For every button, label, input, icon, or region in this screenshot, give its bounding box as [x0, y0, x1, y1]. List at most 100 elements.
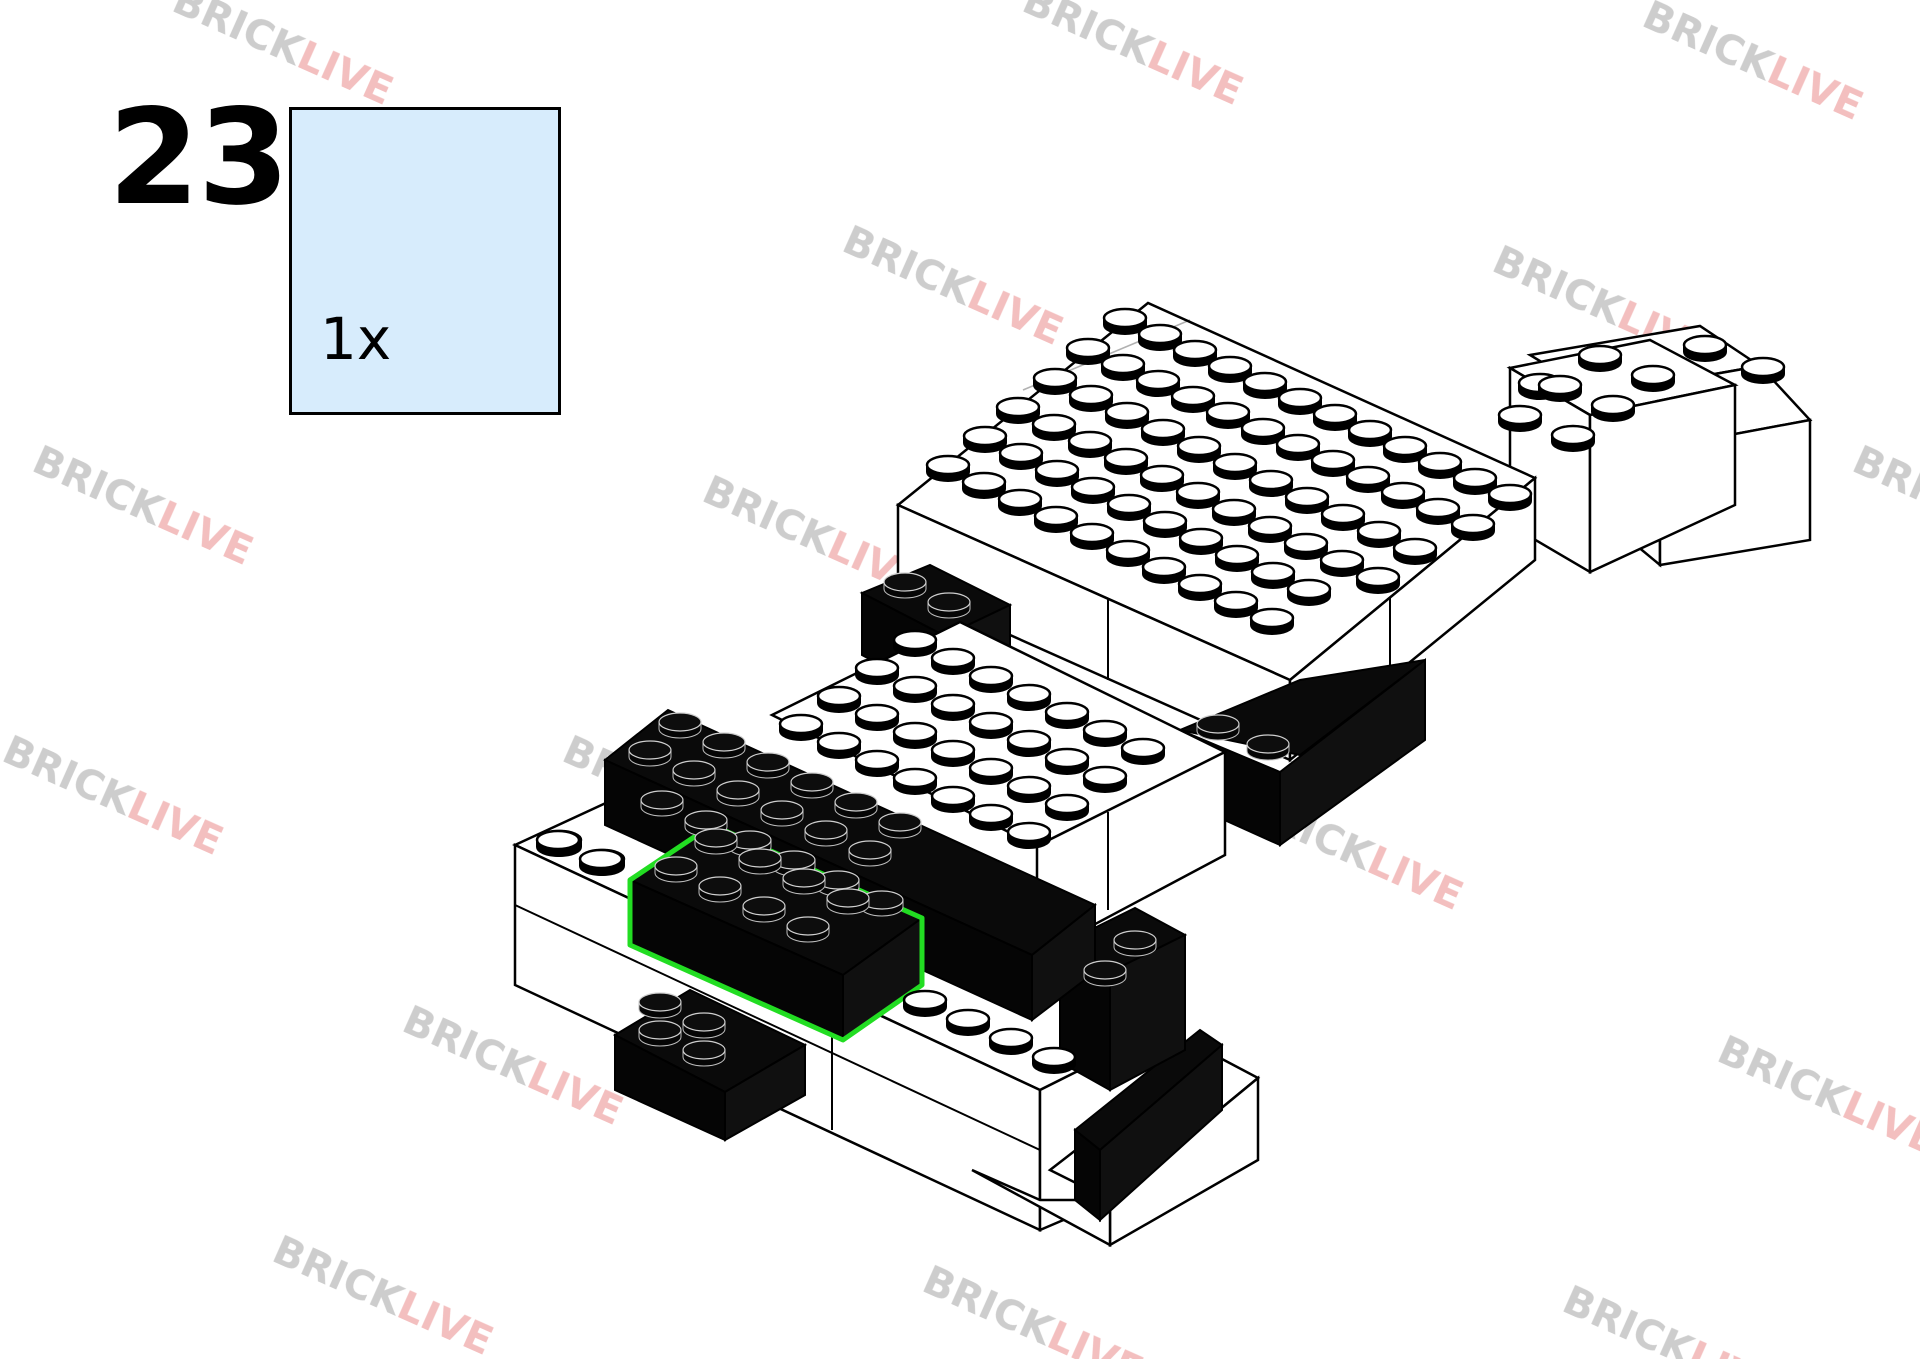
stud — [962, 425, 1008, 454]
brand-watermark: BRICKLIVE — [1846, 437, 1920, 575]
stud — [1250, 561, 1296, 590]
stud — [1176, 435, 1222, 464]
stud — [826, 888, 870, 915]
stud — [968, 757, 1014, 786]
stud — [816, 731, 862, 760]
stud — [968, 665, 1014, 694]
stud — [1577, 344, 1623, 373]
brand-watermark: BRICKLIVE — [0, 727, 229, 865]
brand-watermark: BRICKLIVE — [1016, 0, 1250, 115]
stud — [1006, 729, 1052, 758]
stud — [790, 772, 834, 799]
stud — [945, 1008, 991, 1037]
stud — [1120, 737, 1166, 766]
model-assembly — [512, 301, 1813, 1248]
stud — [1211, 498, 1257, 527]
parts-quantity: 1x — [320, 305, 392, 373]
stud — [1590, 394, 1636, 423]
stud — [1356, 520, 1402, 549]
stud — [1141, 556, 1187, 585]
brand-watermark: BRICKLIVE — [266, 1227, 500, 1359]
stud — [1248, 469, 1294, 498]
stud — [988, 1027, 1034, 1056]
stud — [1487, 483, 1533, 512]
stud — [1214, 544, 1260, 573]
stud — [1067, 430, 1113, 459]
stud — [892, 721, 938, 750]
stud — [716, 780, 760, 807]
brand-watermark: BRICKLIVE — [1636, 0, 1870, 130]
stud — [804, 820, 848, 847]
stud — [1140, 418, 1186, 447]
stud — [1032, 367, 1078, 396]
stud — [698, 876, 742, 903]
stud — [1283, 532, 1329, 561]
stud — [638, 992, 682, 1019]
stud — [968, 803, 1014, 832]
stud — [738, 848, 782, 875]
parts-callout: 1x — [289, 107, 561, 415]
stud — [1630, 364, 1676, 393]
stud — [578, 848, 624, 877]
stud — [1196, 714, 1240, 741]
stud — [638, 1020, 682, 1047]
stud — [1106, 493, 1152, 522]
stud — [1006, 821, 1052, 850]
stud — [778, 713, 824, 742]
stud — [746, 752, 790, 779]
stud — [854, 703, 900, 732]
stud — [816, 685, 862, 714]
stud — [658, 712, 702, 739]
stud — [760, 800, 804, 827]
stud — [892, 675, 938, 704]
brand-watermark: BRICKLIVE — [26, 437, 260, 575]
stud — [672, 760, 716, 787]
black-brick-lower-right — [1073, 1028, 1224, 1223]
stud — [1070, 476, 1116, 505]
stud — [961, 471, 1007, 500]
stud — [930, 647, 976, 676]
stud — [1450, 513, 1496, 542]
brand-watermark: BRICKLIVE — [836, 217, 1070, 355]
stud — [1034, 459, 1080, 488]
stud — [854, 749, 900, 778]
stud — [1031, 1046, 1077, 1075]
stud — [892, 767, 938, 796]
stud — [682, 1012, 726, 1039]
stud — [834, 792, 878, 819]
stud — [786, 916, 830, 943]
stud — [1319, 549, 1365, 578]
stud — [1142, 510, 1188, 539]
stud — [1213, 590, 1259, 619]
stud — [878, 812, 922, 839]
stud — [1320, 503, 1366, 532]
stud — [1392, 537, 1438, 566]
stud — [883, 572, 927, 599]
stud — [1068, 384, 1114, 413]
stud — [930, 785, 976, 814]
stud — [1355, 566, 1401, 595]
stud — [1105, 539, 1151, 568]
stud — [628, 740, 672, 767]
stud — [1497, 404, 1543, 433]
stud — [854, 657, 900, 686]
stud — [1212, 452, 1258, 481]
stud — [892, 629, 938, 658]
stud — [1083, 960, 1127, 987]
stud — [654, 856, 698, 883]
stud — [1284, 486, 1330, 515]
brand-watermark: BRICKLIVE — [1556, 1277, 1790, 1359]
stud — [1044, 747, 1090, 776]
stud — [1044, 701, 1090, 730]
stud — [1249, 607, 1295, 636]
stud — [694, 828, 738, 855]
stud — [902, 989, 948, 1018]
stud — [535, 829, 581, 858]
brand-watermark: BRICKLIVE — [916, 1257, 1150, 1359]
step-number: 23 — [108, 81, 290, 235]
stud — [1006, 683, 1052, 712]
stud — [1178, 527, 1224, 556]
stud — [1247, 515, 1293, 544]
stud — [1550, 424, 1596, 453]
